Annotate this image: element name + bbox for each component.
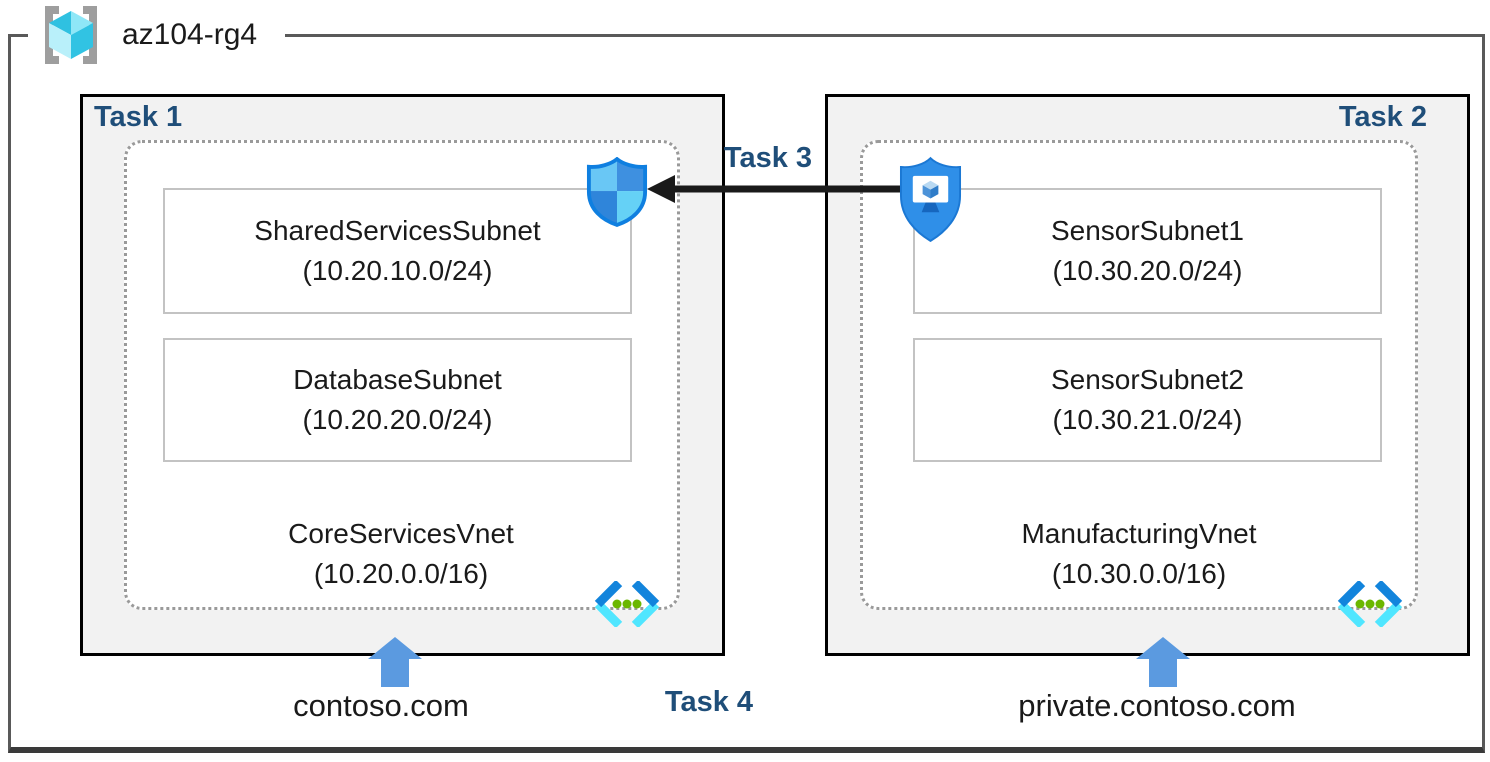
dns-up-arrow [368,637,422,687]
manufacturing-vnet-caption: ManufacturingVnet (10.30.0.0/16) [939,514,1339,594]
database-subnet-box: DatabaseSubnet (10.20.20.0/24) [163,338,632,462]
private-contoso-dns-label: private.contoso.com [1018,688,1296,723]
subnet-name: SharedServicesSubnet [254,215,541,246]
resource-group-icon [45,6,97,64]
virtual-network-icon [594,581,660,627]
vnet-name: ManufacturingVnet [1021,518,1257,549]
peering-arrow [647,175,903,203]
subnet-name: SensorSubnet2 [1050,364,1245,395]
task1-label: Task 1 [94,101,183,133]
subnet-name: DatabaseSubnet [293,364,502,395]
resource-group-name: az104-rg4 [122,18,258,51]
subnet-cidr: (10.30.21.0/24) [1052,404,1243,435]
resource-group-boundary [8,34,1485,753]
sensor-subnet2-box: SensorSubnet2 (10.30.21.0/24) [913,338,1382,462]
vnet-cidr: (10.30.0.0/16) [1051,558,1227,589]
subnet-name: SensorSubnet1 [1050,215,1245,246]
subnet-cidr: (10.20.20.0/24) [302,404,493,435]
vnet-cidr: (10.20.0.0/16) [313,558,489,589]
resource-group-header: az104-rg4 [28,2,286,68]
subnet-cidr: (10.20.10.0/24) [302,255,493,286]
virtual-network-icon [1337,581,1403,627]
task4-label: Task 4 [664,686,754,718]
task2-label: Task 2 [1338,101,1427,133]
sensor-subnet1-box: SensorSubnet1 (10.30.20.0/24) [913,188,1382,314]
task3-label: Task 3 [723,142,813,174]
shield-with-monitor-icon [899,156,962,242]
shared-services-subnet-box: SharedServicesSubnet (10.20.10.0/24) [163,188,632,314]
vnet-name: CoreServicesVnet [288,518,514,549]
subnet-cidr: (10.30.20.0/24) [1052,255,1243,286]
contoso-dns-label: contoso.com [293,688,469,723]
core-services-vnet-caption: CoreServicesVnet (10.20.0.0/16) [201,514,601,594]
dns-up-arrow [1136,637,1190,687]
network-security-group-icon [586,157,648,227]
